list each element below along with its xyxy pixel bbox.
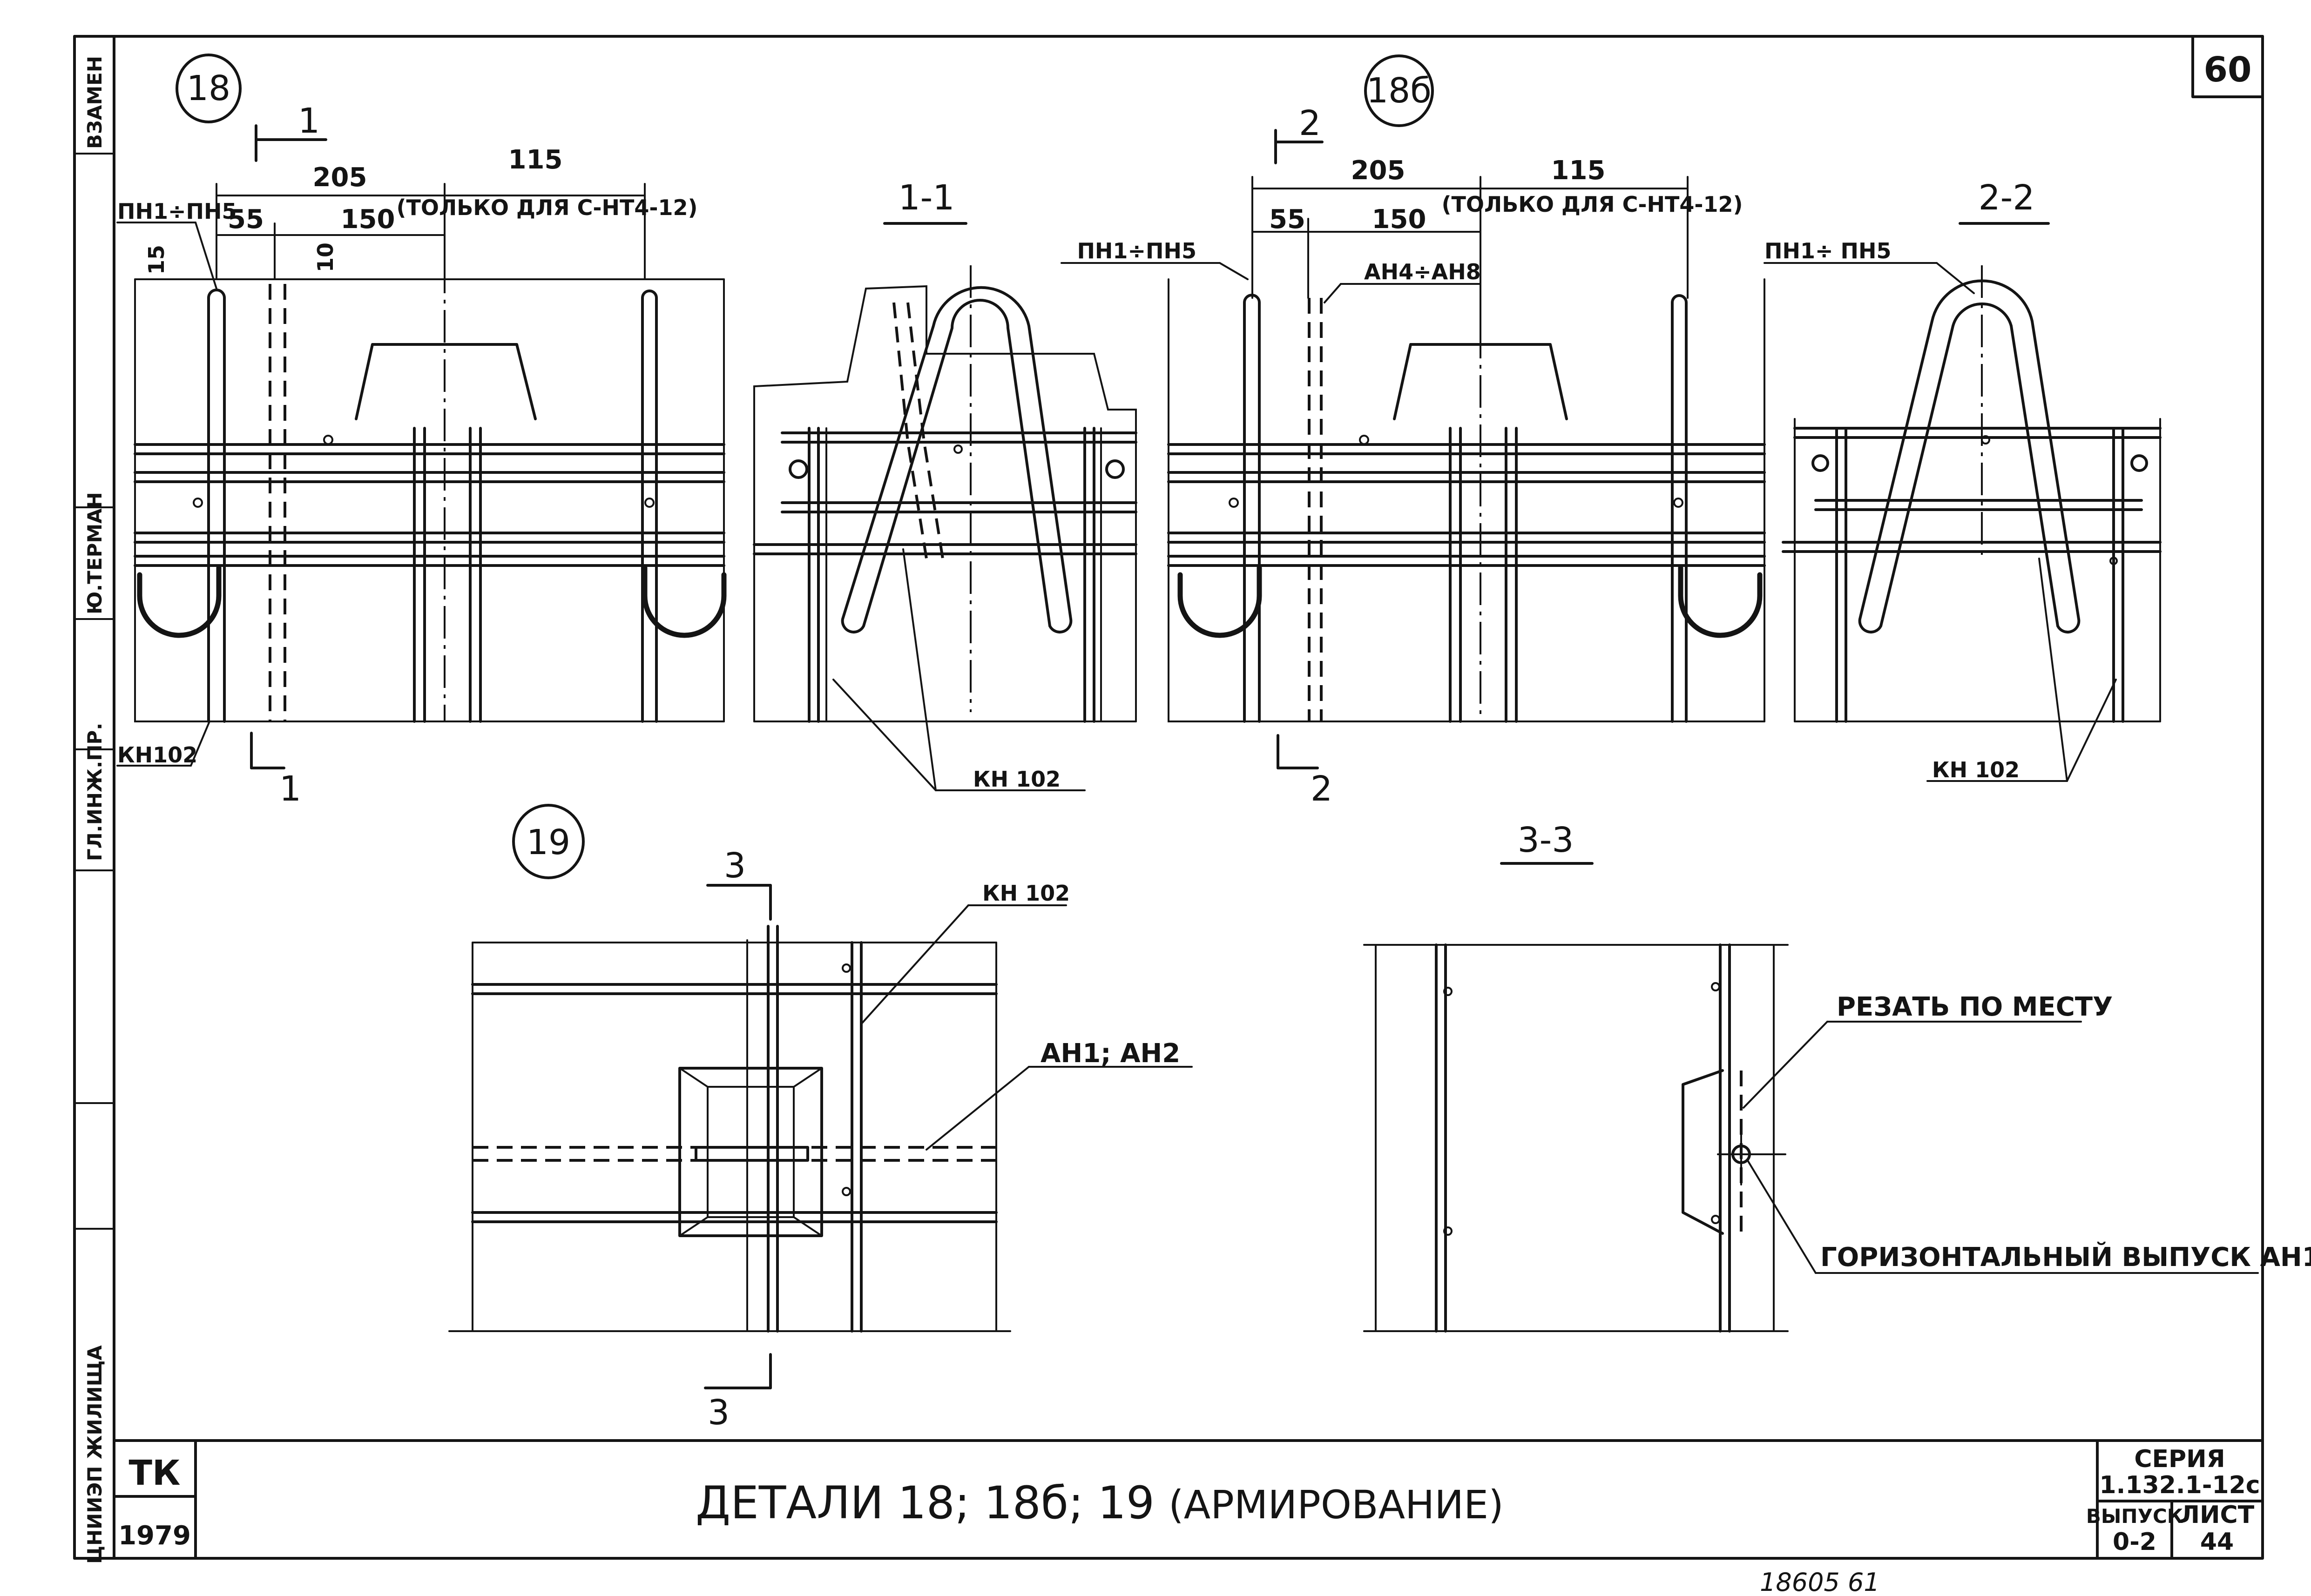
detail-18-note: (ТОЛЬКО ДЛЯ С-НТ4-12) [397,195,698,220]
detail-18-cut-bottom: 1 [279,769,301,809]
dim-10: 10 [313,242,338,272]
section-2-2-title: 2-2 [1979,178,2035,218]
page-number-box [2191,35,2264,98]
dim-150: 150 [341,204,395,235]
series-label: СЕРИЯ [2134,1445,2225,1473]
detail-18b: 18б 2 205 115 (ТОЛЬКО ДЛЯ С-НТ4-12) 55 1… [1167,54,1766,809]
detail-19-cut-bottom: 3 [708,1393,730,1433]
sheet-title-note: (АРМИРОВАНИЕ) [1169,1482,1504,1528]
stamp-year: 1979 [118,1521,191,1551]
title-block: ТК 1979 ДЕТАЛИ 18; 18б; 19 (АРМИРОВАНИЕ)… [113,1439,2264,1560]
detail-19-cut-top: 3 [724,846,746,886]
dim-115: 115 [508,145,563,175]
dim-115b: 115 [1551,155,1606,186]
detail-18-marker-label: 18 [187,68,230,108]
detail-18b-marker [1364,54,1434,127]
section-1-1: 1-1 ПН1÷ПН5 КН 102 [753,178,1249,792]
stamp-code: ТК [129,1453,181,1493]
detail-18b-label-an: АН4÷АН8 [1364,259,1481,284]
section-2-2: 2-2 ПН1÷ ПН5 КН 102 [1764,178,2162,782]
side-stamp-replace: ВЗАМЕН [83,56,106,149]
section-1-1-title: 1-1 [899,178,955,218]
section-1-1-label-kn: КН 102 [973,767,1061,792]
detail-18-cut-top: 1 [298,101,320,141]
issue-label: ВЫПУСК [2086,1505,2183,1528]
handwritten-note: 18605 61 [1760,1568,1880,1596]
detail-19: 19 3 3 КН 102 АН1; [448,804,1193,1433]
page-number: 60 [2204,50,2252,90]
section-2-2-label-kn: КН 102 [1932,757,2020,782]
detail-18-label-kn: КН102 [117,742,197,768]
side-stamp: ЦНИИЭП ЖИЛИЩА ГЛ.ИНЖ.ПР. Ю.ТЕРМАН ВЗАМЕН [83,56,106,1564]
section-3-3-title: 3-3 [1518,820,1574,860]
dim-205: 205 [313,162,367,193]
detail-19-marker-label: 19 [527,822,570,862]
section-2-2-label-pn: ПН1÷ ПН5 [1764,238,1892,263]
dim-55: 55 [228,204,264,235]
detail-18b-cut-bottom: 2 [1311,769,1332,809]
dim-150b: 150 [1372,204,1426,235]
detail-18b-note: (ТОЛЬКО ДЛЯ С-НТ4-12) [1442,192,1743,217]
side-stamp-position: ГЛ.ИНЖ.ПР. [83,723,106,861]
detail-18-label-pn: ПН1÷ПН5 [117,199,237,224]
section-3-3: 3-3 РЕЗАТЬ ПО МЕСТУ ГОРИЗОНТАЛЬНЫЙ ВЫПУС… [1363,820,2311,1333]
detail-18-marker [176,54,242,123]
sheet-frame [73,35,2264,1560]
side-stamp-name: Ю.ТЕРМАН [83,492,106,614]
detail-19-marker [512,804,585,879]
dim-205b: 205 [1351,155,1406,186]
dim-15: 15 [144,245,169,275]
sheet-label: ЛИСТ [2180,1501,2255,1529]
detail-18b-cut-top: 2 [1299,103,1321,143]
detail-19-label-an: АН1; АН2 [1041,1038,1180,1069]
section-3-3-label-outlet: ГОРИЗОНТАЛЬНЫЙ ВЫПУСК АН1;АН2 [1820,1242,2311,1273]
side-stamp-org: ЦНИИЭП ЖИЛИЩА [83,1345,106,1564]
series-value: 1.132.1-12с [2099,1471,2260,1499]
issue-value: 0-2 [2113,1528,2156,1556]
section-1-1-label-pn: ПН1÷ПН5 [1077,238,1196,263]
detail-18: 18 1 205 115 (ТОЛЬКО ДЛЯ С-НТ4-12) 55 15… [116,54,727,809]
detail-19-label-kn: КН 102 [982,881,1070,906]
sheet-title: ДЕТАЛИ 18; 18б; 19 [696,1477,1155,1529]
section-3-3-label-cut: РЕЗАТЬ ПО МЕСТУ [1837,992,2113,1022]
dim-55b: 55 [1269,204,1305,235]
detail-18b-marker-label: 18б [1366,71,1432,111]
sheet-value: 44 [2200,1528,2234,1556]
